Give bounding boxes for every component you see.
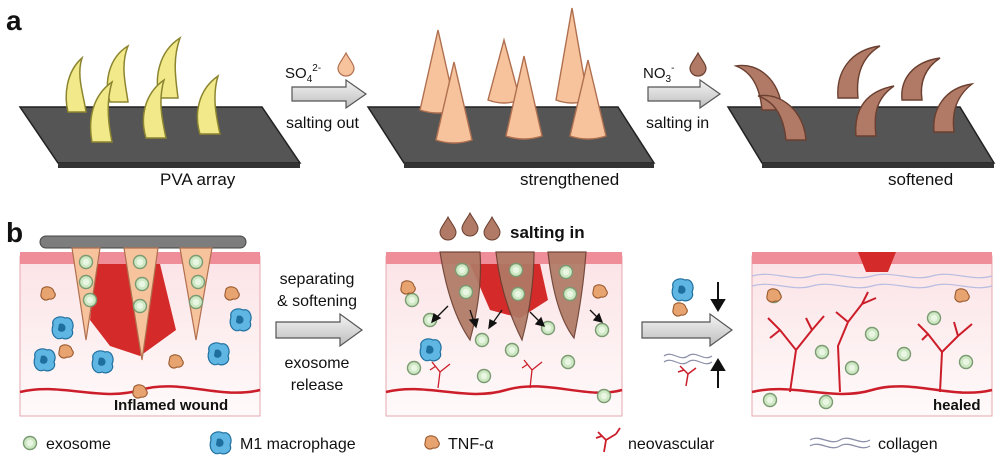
neovascular-small-icon [677, 365, 697, 387]
vessel-line [385, 385, 623, 396]
healed-stage: healed [751, 252, 993, 417]
exosome-label: exosome [285, 355, 350, 372]
legend-macrophage-label: M1 macrophage [240, 436, 356, 453]
exosome-icon [22, 435, 38, 451]
pva-needles [65, 36, 221, 143]
nitrate-drop-icon [689, 52, 707, 77]
legend: exosome M1 macrophage TNF-α neovascular … [22, 427, 938, 455]
legend-neovascular-label: neovascular [628, 436, 715, 453]
decrease-arrow-icon [710, 282, 726, 312]
healed-caption: healed [933, 397, 981, 414]
salting-in-top-label: salting in [510, 223, 585, 242]
salting-in-wound-stage: salting in [385, 212, 623, 417]
legend-collagen-label: collagen [878, 436, 938, 453]
healing-step [641, 278, 734, 388]
patch-backing [39, 235, 247, 249]
wound-area [90, 264, 176, 356]
salting-in-step: NO3- salting in [643, 52, 722, 132]
nitrate-drop-icon [483, 216, 501, 241]
pva-array-caption: PVA array [160, 170, 236, 189]
inflamed-wound-stage: Inflamed wound [19, 235, 261, 417]
healing-arrow-icon [641, 312, 734, 348]
macrophage-icon [671, 278, 694, 302]
salting-out-label: salting out [286, 115, 359, 132]
pva-array-stage: PVA array [18, 36, 302, 189]
collagen-icon [809, 437, 871, 449]
legend-tnf-label: TNF-α [448, 436, 494, 453]
nitrate-drop-icon [461, 212, 479, 237]
legend-exosome-label: exosome [46, 436, 111, 453]
strengthened-caption: strengthened [520, 170, 619, 189]
neovascular-icon [595, 427, 621, 453]
softened-caption: softened [888, 170, 953, 189]
tnf-alpha-icon [424, 435, 440, 450]
separating-label: separating [280, 271, 355, 288]
m1-macrophage-icon [209, 431, 232, 455]
salting-out-arrow-icon [291, 78, 368, 110]
ion1-formula: SO42- [285, 63, 321, 85]
strengthened-needles [419, 7, 607, 144]
softening-label: & softening [277, 293, 357, 310]
ion2-formula: NO3- [643, 63, 674, 85]
healed-scar [858, 252, 896, 272]
salting-in-label: salting in [646, 115, 709, 132]
softened-stage: softened [726, 45, 996, 189]
small-vessels [429, 359, 543, 389]
release-label: release [291, 377, 344, 394]
panel-a-label: a [6, 5, 22, 36]
nitrate-drop-icon [439, 216, 457, 241]
increase-arrow-icon [710, 358, 726, 388]
separating-arrow-icon [275, 312, 364, 348]
strengthened-stage: strengthened [366, 7, 656, 189]
tnf-icon [672, 302, 688, 317]
salting-in-arrow-icon [647, 78, 722, 110]
inflamed-wound-caption: Inflamed wound [114, 397, 228, 414]
panel-b-label: b [6, 217, 23, 248]
salting-out-step: SO42- salting out [285, 52, 368, 132]
collagen-fibers [751, 273, 993, 289]
collagen-small-icon [663, 353, 713, 365]
vessel-line [751, 385, 993, 396]
sulfate-drop-icon [337, 52, 355, 77]
release-arrows [431, 305, 604, 330]
separating-softening-step: separating & softening exosome release [275, 271, 364, 394]
neovascular-network [767, 291, 973, 393]
microneedles-inserted [71, 247, 213, 361]
softened-needles [733, 45, 975, 141]
